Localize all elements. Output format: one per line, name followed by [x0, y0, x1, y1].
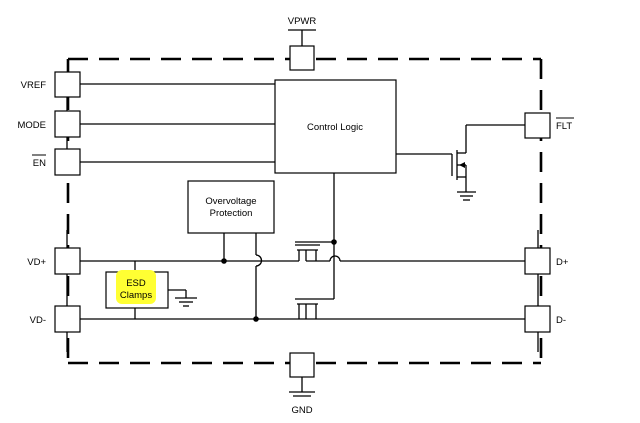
esd-label-line1: ESD — [126, 278, 146, 289]
esd-clamps-block: ESD Clamps — [105, 270, 169, 309]
overvoltage-label-line1: Overvoltage — [205, 196, 256, 207]
pin-box-mode — [54, 110, 81, 138]
pin-box-vd-minus — [54, 305, 81, 333]
pin-label-vd-plus: VD+ — [27, 257, 46, 268]
pin-box-gnd — [289, 352, 315, 378]
junction-dots — [221, 239, 337, 322]
pin-labels: VPWR VREF MODE EN FLT VD+ VD- D+ D- GND — [18, 16, 574, 416]
pin-label-vd-minus: VD- — [30, 315, 46, 326]
pin-label-mode: MODE — [18, 120, 47, 131]
pin-box-d-plus — [524, 247, 551, 275]
pin-label-vref: VREF — [21, 80, 47, 91]
overvoltage-label-line2: Protection — [210, 208, 253, 219]
pin-box-vref — [54, 71, 81, 98]
control-logic-block: Control Logic — [274, 79, 397, 174]
esd-label-line2: Clamps — [120, 290, 152, 301]
pin-label-gnd: GND — [291, 405, 312, 416]
pin-label-d-plus: D+ — [556, 257, 569, 268]
pin-box-en — [54, 148, 81, 176]
pin-box-vd-plus — [54, 247, 81, 275]
pin-box-flt — [524, 112, 551, 139]
pin-label-vpwr: VPWR — [288, 16, 317, 27]
pin-label-d-minus: D- — [556, 315, 566, 326]
pin-box-vpwr — [289, 45, 315, 71]
pin-label-en: EN — [33, 158, 46, 169]
pin-boxes — [54, 45, 551, 378]
overvoltage-protection-block: Overvoltage Protection — [187, 180, 275, 234]
esd-highlight — [116, 270, 156, 304]
pin-box-d-minus — [524, 305, 551, 333]
pin-label-flt: FLT — [556, 121, 572, 132]
wiring — [66, 29, 539, 397]
control-logic-label: Control Logic — [307, 122, 363, 133]
